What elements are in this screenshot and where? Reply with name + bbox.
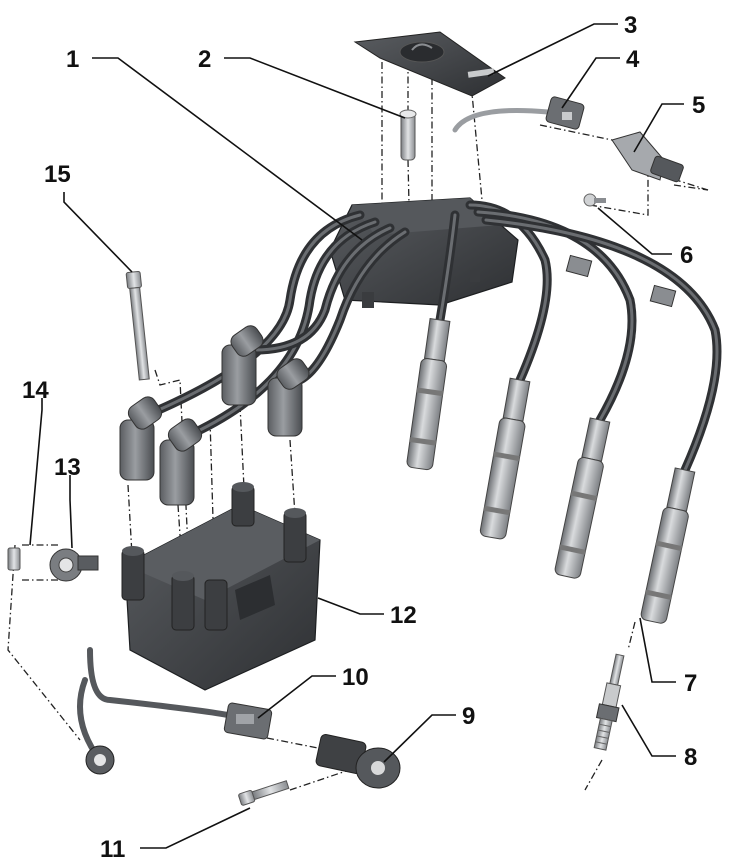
callout-1: 1	[66, 46, 79, 73]
part-9-knock-sensor	[315, 733, 401, 789]
callout-10: 10	[342, 664, 369, 691]
plug-connectors	[406, 318, 696, 624]
part-13-bracket	[49, 548, 99, 582]
callout-2: 2	[198, 46, 211, 73]
part-15-bolt	[125, 270, 150, 381]
callout-11: 11	[100, 836, 125, 863]
callout-12: 12	[390, 602, 417, 629]
part-14-screw	[7, 547, 21, 571]
part-6-plug	[583, 193, 606, 207]
callout-5: 5	[692, 92, 705, 119]
leader-lines	[29, 23, 684, 849]
part-4-sensor-connector	[452, 96, 585, 133]
part-11-bolt	[238, 780, 290, 806]
part-2-pin	[399, 109, 417, 161]
callout-14: 14	[22, 377, 49, 404]
part-3-cover-plate	[353, 31, 506, 97]
callout-4: 4	[626, 46, 640, 73]
part-5-connector-housing	[611, 131, 684, 183]
callout-7: 7	[684, 670, 697, 697]
coil-boots	[119, 325, 310, 506]
callout-labels: 1 2 3 4 5 6 7 8 9 10 11 12 13 14 15	[22, 12, 705, 863]
part-8-spark-plug	[593, 653, 625, 751]
part-12-ignition-coil	[121, 482, 321, 691]
callout-6: 6	[680, 242, 693, 269]
callout-8: 8	[684, 744, 697, 771]
callout-3: 3	[624, 12, 637, 39]
callout-15: 15	[44, 161, 71, 188]
part-7-plug-connector	[640, 467, 696, 624]
callout-9: 9	[462, 703, 475, 730]
callout-13: 13	[54, 454, 81, 481]
part-10-sensor-lead	[77, 647, 273, 775]
